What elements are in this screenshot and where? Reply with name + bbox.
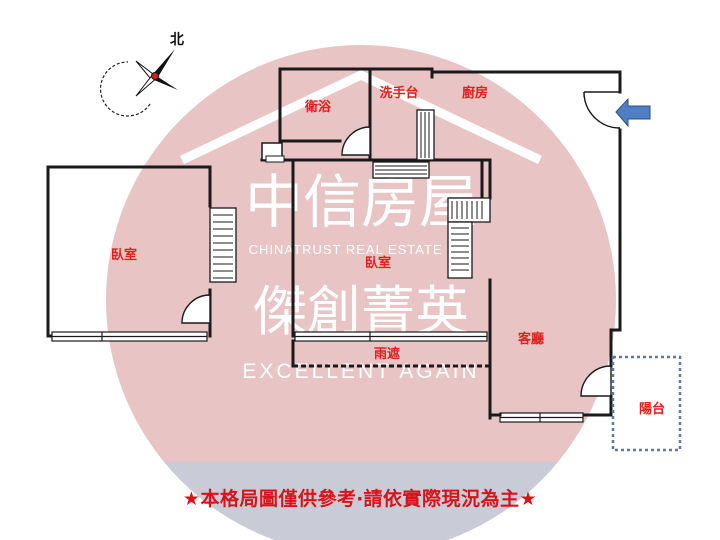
disclaimer-text: ★本格局圖僅供參考‧請依實際現況為主★ — [182, 488, 538, 510]
watermark-brand: CHINATRUST REAL ESTATE CO. — [249, 242, 474, 257]
compass-needle-east-icon — [154, 77, 178, 90]
label-awning: 雨遮 — [374, 346, 400, 362]
label-bathroom: 衛浴 — [304, 99, 332, 115]
label-bedroom-left: 臥室 — [111, 247, 137, 263]
bathroom-door — [341, 126, 371, 156]
left-wardrobe — [209, 207, 237, 283]
center-wardrobe — [447, 221, 473, 279]
balcony: 陽台 — [611, 355, 682, 452]
entrance-door — [583, 91, 621, 129]
compass-needle-north-icon — [153, 49, 175, 77]
compass-north-label: 北 — [170, 32, 184, 48]
balcony-outline — [611, 355, 682, 452]
left-bedroom-door — [181, 294, 211, 324]
top-wall-left — [278, 67, 434, 145]
compass-needle-west-icon — [135, 60, 154, 79]
watermark-title: 中信房屋 — [245, 168, 477, 236]
living-room: 客廳 — [488, 331, 612, 423]
main-unit: 衛浴 洗手台 廚房 — [260, 67, 651, 417]
compass: 北 — [99, 32, 184, 117]
left-bedroom: 臥室 — [46, 165, 237, 342]
compass-ring — [99, 61, 151, 117]
watermark-roof-icon — [180, 70, 542, 165]
compass-center-icon — [151, 72, 159, 80]
label-sink: 洗手台 — [379, 85, 418, 101]
watermark-circle — [106, 45, 616, 540]
watermark-disc: 中信房屋 CHINATRUST REAL ESTATE CO. 傑創菁英 EXC… — [106, 45, 616, 540]
label-living-room: 客廳 — [518, 331, 544, 347]
label-balcony: 陽台 — [639, 401, 665, 417]
label-bedroom-center: 臥室 — [365, 255, 391, 271]
label-kitchen: 廚房 — [462, 85, 488, 101]
balcony-door — [580, 365, 612, 397]
center-bedroom: 臥室 雨遮 — [291, 158, 492, 368]
watermark-store-en: EXCELLENT AGAIN — [242, 360, 479, 383]
center-wardrobe-top — [447, 197, 491, 223]
entrance-arrow-icon — [615, 97, 651, 128]
